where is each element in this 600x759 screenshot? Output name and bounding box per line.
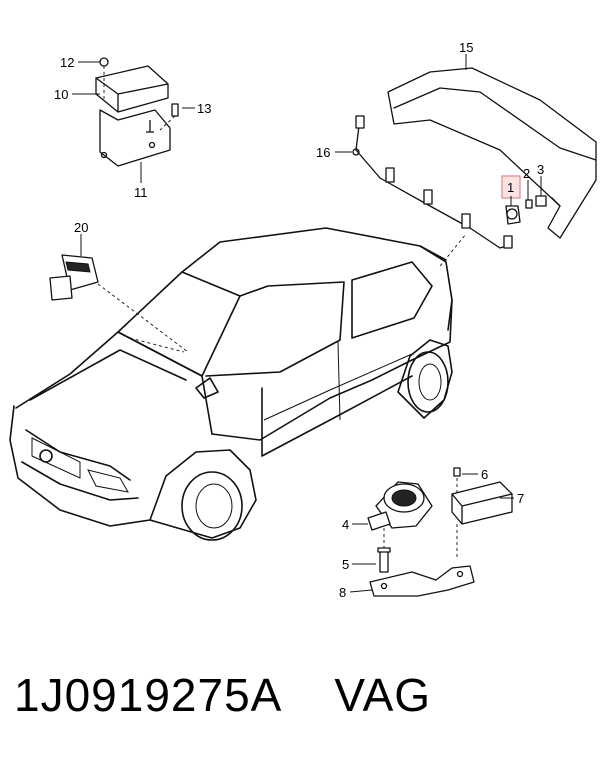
callout-13: 13 <box>197 101 211 116</box>
sensor-parts <box>501 175 547 225</box>
callout-20: 20 <box>74 220 88 235</box>
callout-8: 8 <box>339 585 346 600</box>
part-20-switch <box>49 234 189 353</box>
callout-12: 12 <box>60 55 74 70</box>
car-illustration <box>9 227 453 541</box>
callout-16: 16 <box>316 145 330 160</box>
callout-10: 10 <box>54 87 68 102</box>
callout-15: 15 <box>459 40 473 55</box>
callout-5: 5 <box>342 557 349 572</box>
brand-name: VAG <box>334 669 432 721</box>
callout-7: 7 <box>517 491 524 506</box>
callout-4: 4 <box>342 517 349 532</box>
bumper-assembly <box>335 54 597 267</box>
part-number: 1J0919275A <box>14 669 283 721</box>
footer-caption: 1J0919275A VAG <box>14 668 594 728</box>
speaker-bracket-assembly <box>349 467 514 597</box>
callout-1: 1 <box>507 180 514 195</box>
callout-11: 11 <box>134 185 148 200</box>
callout-3: 3 <box>537 162 544 177</box>
control-unit-assembly <box>72 57 195 183</box>
callout-2: 2 <box>523 166 530 181</box>
callout-6: 6 <box>481 467 488 482</box>
